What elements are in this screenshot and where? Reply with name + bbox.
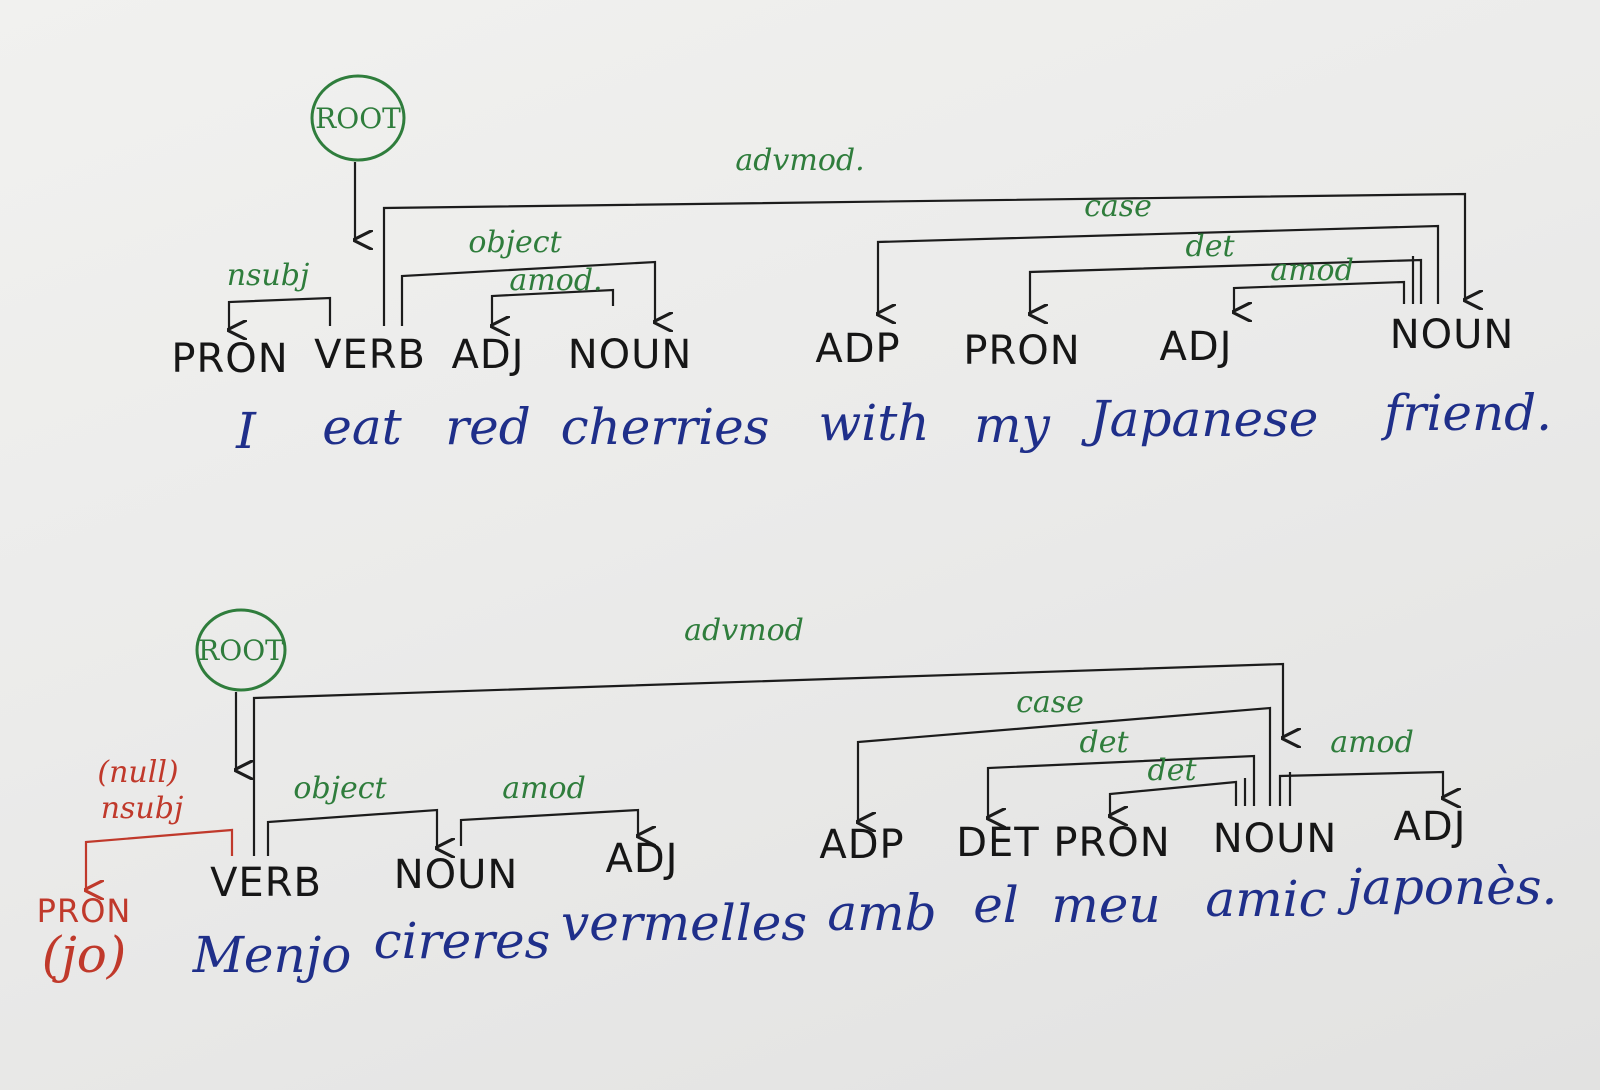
relation-det: det: [1185, 229, 1235, 264]
pos-tag: VERB: [210, 860, 322, 906]
relation-labels-2: (null) nsubj advmod object amod case det…: [97, 613, 1413, 826]
sentence-2: ROOT (null) nsubj advmod object amod cas…: [37, 608, 1558, 984]
edges-1: [229, 192, 1465, 330]
pos-tag: ADP: [819, 822, 904, 868]
edges-2: [86, 662, 1443, 890]
relation-advmod: advmod: [684, 613, 804, 648]
root-node-1: ROOT: [310, 74, 406, 240]
root-circle: [195, 608, 287, 692]
edge-advmod: [252, 662, 1283, 856]
root-label: ROOT: [315, 102, 401, 135]
words-1: I eat red cherries with my Japanese frie…: [235, 384, 1552, 460]
relation-object: object: [468, 225, 562, 260]
pos-tag: NOUN: [568, 332, 693, 378]
edge-amod-2: [1234, 280, 1406, 312]
pos-tag: NOUN: [394, 852, 519, 898]
word: I: [235, 402, 257, 460]
relation-nsubj: nsubj: [227, 258, 310, 293]
pos-tag: PRON: [171, 336, 288, 382]
pos-tag: NOUN: [1213, 816, 1338, 862]
root-node-2: ROOT: [195, 608, 287, 770]
edge-object: [266, 808, 437, 856]
edge-amod-1: [459, 808, 638, 846]
pos-tag: ADJ: [1160, 324, 1233, 370]
relation-det: det: [1079, 725, 1129, 760]
pos-tag: NOUN: [1390, 312, 1515, 358]
word: my: [974, 396, 1050, 454]
relation-case: case: [1084, 189, 1152, 224]
relation-amod-2: amod: [1330, 725, 1414, 760]
words-2: (jo) Menjo cireres vermelles amb el meu …: [42, 858, 1558, 984]
edge-amod-1: [492, 288, 615, 326]
relation-labels-1: nsubj advmod. object amod. case det amod: [227, 143, 1354, 298]
pos-tag: ADJ: [452, 332, 525, 378]
edge-object: [400, 260, 655, 326]
relation-amod: amod: [502, 771, 586, 806]
edge-case-2: [858, 706, 1272, 822]
root-label: ROOT: [198, 634, 284, 667]
word: Japanese: [1081, 390, 1319, 448]
word: meu: [1051, 876, 1160, 934]
null-subject-word: (jo): [42, 926, 127, 984]
null-subject-note: (null): [97, 755, 178, 790]
edge-det-1: [1030, 258, 1423, 314]
word: red: [445, 398, 531, 456]
word: amic: [1205, 870, 1326, 928]
pos-tags-1: PRON VERB ADJ NOUN ADP PRON ADJ NOUN: [171, 312, 1515, 382]
word: japonès.: [1337, 858, 1558, 916]
edge-det-2: [988, 754, 1256, 818]
relation-nsubj: nsubj: [101, 791, 184, 826]
edge-nsubj-null: [86, 828, 234, 890]
pos-tag: ADP: [815, 326, 900, 372]
relation-case: case: [1016, 685, 1084, 720]
pos-tags-2: PRON VERB NOUN ADJ ADP DET PRON NOUN ADJ: [37, 804, 1467, 930]
edge-amod-3: [1278, 770, 1443, 806]
edge-case-1: [878, 224, 1440, 314]
word: cireres: [374, 912, 551, 970]
root-circle: [310, 74, 406, 162]
pos-tag: VERB: [314, 332, 426, 378]
pos-tag: PRON: [1053, 820, 1170, 866]
relation-advmod: advmod.: [735, 143, 864, 178]
relation-amod-2: amod: [1270, 253, 1354, 288]
pos-tag: ADJ: [1394, 804, 1467, 850]
word: Menjo: [192, 926, 352, 984]
word: cherries: [561, 398, 770, 456]
word: with: [818, 394, 929, 452]
pos-tag: DET: [956, 820, 1040, 866]
pos-tag: PRON: [963, 328, 1080, 374]
edge-nsubj: [229, 296, 332, 330]
pos-tag-null-subject: PRON: [37, 892, 132, 930]
pos-tag: ADJ: [606, 836, 679, 882]
edge-advmod: [382, 192, 1465, 326]
relation-det-2: det: [1147, 753, 1197, 788]
word: amb: [827, 884, 936, 942]
relation-amod: amod.: [509, 263, 602, 298]
word: el: [973, 876, 1019, 934]
word: eat: [322, 398, 402, 456]
relation-object: object: [293, 771, 387, 806]
word: friend.: [1380, 384, 1552, 442]
edge-det-3: [1110, 780, 1238, 816]
word: vermelles: [561, 894, 807, 952]
sentence-1: ROOT nsubj advmod. object amod. case det…: [171, 74, 1552, 460]
